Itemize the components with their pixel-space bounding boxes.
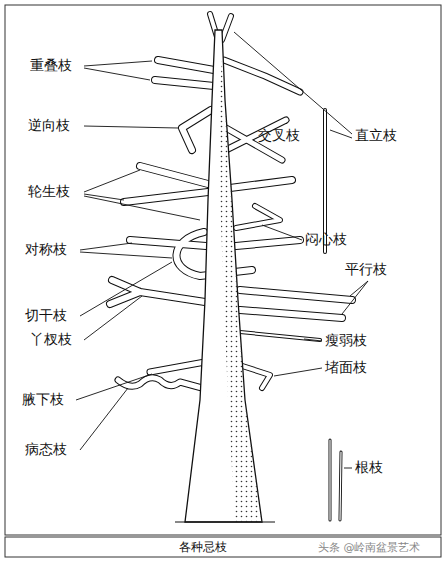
branch-label: 病态枝: [25, 442, 67, 457]
caption: 各种忌枝: [179, 539, 227, 556]
caption-bar: [5, 537, 441, 557]
branch-label: 闷心枝: [305, 232, 347, 247]
branch-label: 丫杈枝: [30, 332, 72, 347]
branch-label: 根枝: [355, 460, 383, 475]
branch-label: 腋下枝: [22, 392, 64, 407]
branch-label: 平行枝: [345, 262, 387, 277]
branch-label: 切干枝: [25, 308, 67, 323]
branch-label: 直立枝: [355, 128, 397, 143]
branch-label: 交叉枝: [258, 128, 300, 143]
branch-label: 轮生枝: [28, 184, 70, 199]
trunk-shading: [219, 60, 262, 522]
ground-line: [175, 522, 275, 523]
branch-label: 重叠枝: [30, 58, 72, 73]
watermark: 头条 @岭南盆景艺术: [318, 540, 421, 555]
branch-label: 瘦弱枝: [325, 333, 367, 348]
leader-lines: [76, 32, 368, 468]
branch-label: 堵面枝: [325, 360, 367, 375]
frame: [5, 5, 441, 535]
trunk: [185, 30, 262, 522]
branch-label: 逆向枝: [28, 118, 70, 133]
branch-label: 对称枝: [25, 242, 67, 257]
